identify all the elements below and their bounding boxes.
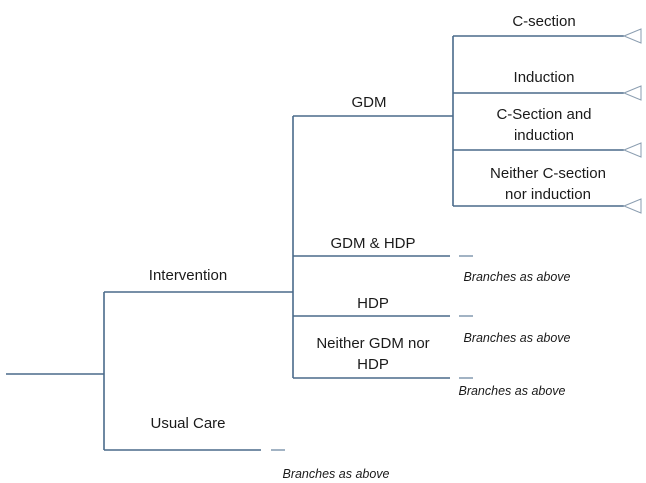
c-section-and-induction-label-line1: C-Section and	[496, 106, 591, 123]
neither-gdm-hdp-label-line1: Neither GDM nor	[316, 335, 429, 352]
induction-terminal-icon	[622, 85, 642, 101]
c-section-and-induction-terminal-icon	[622, 142, 642, 158]
gdm-hdp-label: GDM & HDP	[330, 235, 415, 252]
usual-care-label: Usual Care	[150, 415, 225, 432]
intervention-label: Intervention	[149, 267, 227, 284]
usual-care-branches-note: Branches as above	[282, 467, 389, 481]
hdp-branches-note: Branches as above	[463, 331, 570, 345]
neither-c-section-induction-label-line1: Neither C-section	[490, 165, 606, 182]
neither-c-section-induction-terminal-icon	[622, 198, 642, 214]
gdm-label: GDM	[352, 94, 387, 111]
neither-c-section-induction-label-line2: nor induction	[505, 186, 591, 203]
neither-gdm-hdp-branches-note: Branches as above	[458, 384, 565, 398]
c-section-and-induction-label-line2: induction	[514, 127, 574, 144]
c-section-label: C-section	[512, 13, 575, 30]
c-section-terminal-icon	[622, 28, 642, 44]
hdp-label: HDP	[357, 295, 389, 312]
neither-gdm-hdp-label-line2: HDP	[357, 356, 389, 373]
gdm-hdp-branches-note: Branches as above	[463, 270, 570, 284]
induction-label: Induction	[514, 69, 575, 86]
